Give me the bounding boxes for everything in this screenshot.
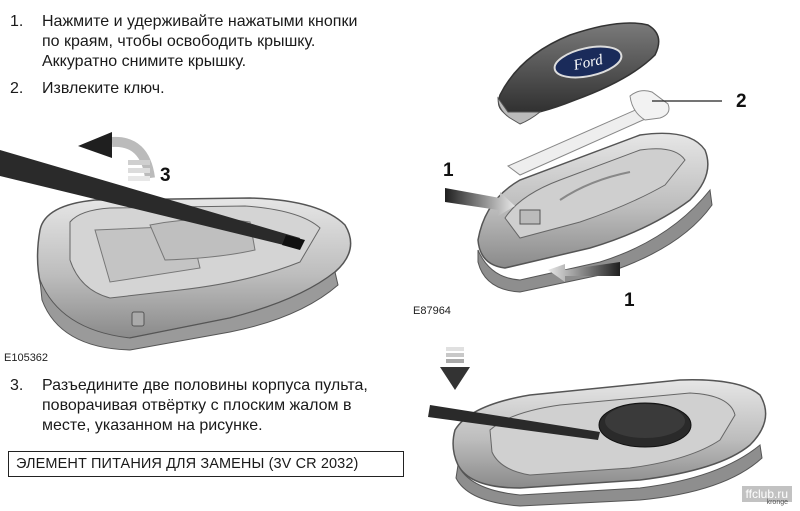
figure-code-right: E87964 xyxy=(413,305,451,317)
callout-1-bottom: 1 xyxy=(624,290,635,311)
instructions-steps-1-2: 1. Нажмите и удерживайте нажатыми кнопки… xyxy=(10,12,370,106)
callout-3: 3 xyxy=(160,165,171,186)
step-1-text: Нажмите и удерживайте нажатыми кнопки по… xyxy=(42,13,358,70)
callout-2: 2 xyxy=(736,91,747,112)
left-key-shell-figure xyxy=(0,132,352,351)
step-3: 3. Разъедините две половины корпуса пуль… xyxy=(10,376,402,436)
step-1-number: 1. xyxy=(10,13,24,30)
figure-code-left: E105362 xyxy=(4,352,49,364)
watermark: ffclub.ru xyxy=(741,486,792,502)
author-mark: kronge xyxy=(766,499,788,506)
step-3-text: Разъедините две половины корпуса пульта,… xyxy=(42,377,368,434)
ford-logo: Ford xyxy=(571,52,605,74)
callout-1-top: 1 xyxy=(443,160,454,181)
battery-compartment-figure xyxy=(428,347,767,507)
step-2-text: Извлеките ключ. xyxy=(42,80,165,97)
step-1: 1. Нажмите и удерживайте нажатыми кнопки… xyxy=(10,12,370,72)
step-2-number: 2. xyxy=(10,80,24,97)
step-2: 2. Извлеките ключ. xyxy=(10,79,370,99)
battery-note: ЭЛЕМЕНТ ПИТАНИЯ ДЛЯ ЗАМЕНЫ (3V CR 2032) xyxy=(8,451,404,477)
right-key-disassembly-figure: Ford xyxy=(445,22,722,293)
step-3-number: 3. xyxy=(10,377,24,394)
